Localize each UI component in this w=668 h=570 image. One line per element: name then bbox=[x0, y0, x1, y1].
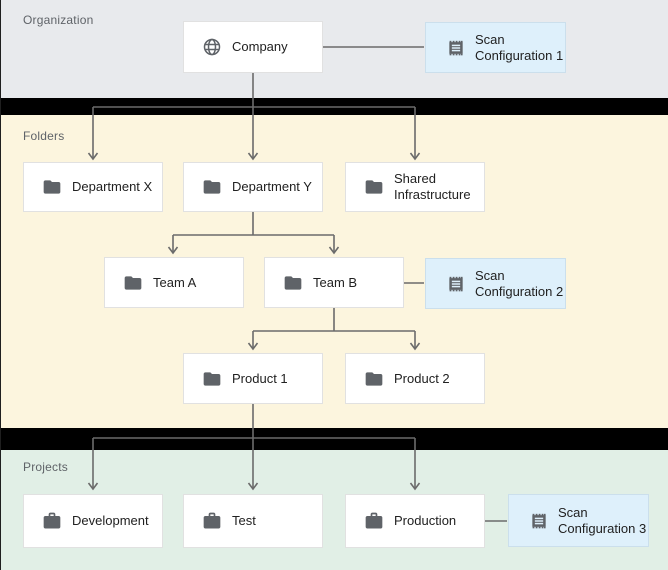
node-department-y: Department Y bbox=[183, 162, 323, 212]
node-development: Development bbox=[23, 494, 163, 548]
node-label: Test bbox=[232, 513, 256, 528]
node-production: Production bbox=[345, 494, 485, 548]
node-label: Scan Configuration 3 bbox=[558, 504, 647, 536]
node-scan-configuration-1: Scan Configuration 1 bbox=[425, 22, 566, 73]
node-company: Company bbox=[183, 21, 323, 73]
node-product-2: Product 2 bbox=[345, 353, 485, 404]
node-label: Product 1 bbox=[232, 370, 288, 386]
globe-icon bbox=[202, 37, 222, 57]
briefcase-icon bbox=[364, 511, 384, 531]
node-department-x: Department X bbox=[23, 162, 163, 212]
folder-icon bbox=[202, 369, 222, 389]
node-shared-infrastructure: Shared Infrastructure bbox=[345, 162, 485, 212]
folder-icon bbox=[364, 369, 384, 389]
receipt-icon bbox=[446, 38, 466, 58]
briefcase-icon bbox=[202, 511, 222, 531]
node-test: Test bbox=[183, 494, 323, 548]
node-label: Department Y bbox=[232, 179, 312, 194]
section-divider-bar bbox=[1, 98, 668, 115]
node-label: Scan Configuration 1 bbox=[475, 31, 564, 63]
briefcase-icon bbox=[42, 511, 62, 531]
organization-section-label: Organization bbox=[23, 13, 94, 27]
node-label: Scan Configuration 2 bbox=[475, 267, 564, 299]
node-team-a: Team A bbox=[104, 257, 244, 308]
node-label: Department X bbox=[72, 179, 153, 194]
node-label: Product 2 bbox=[394, 370, 450, 386]
node-product-1: Product 1 bbox=[183, 353, 323, 404]
node-scan-configuration-2: Scan Configuration 2 bbox=[425, 258, 566, 309]
section-divider-bar bbox=[1, 428, 668, 450]
folder-icon bbox=[202, 177, 222, 197]
organization-section bbox=[1, 0, 668, 98]
folder-icon bbox=[283, 273, 303, 293]
node-label: Team A bbox=[153, 274, 197, 290]
receipt-icon bbox=[446, 274, 466, 294]
folder-icon bbox=[42, 177, 62, 197]
folder-icon bbox=[364, 177, 384, 197]
folders-section-label: Folders bbox=[23, 129, 65, 143]
projects-section-label: Projects bbox=[23, 460, 68, 474]
node-label: Development bbox=[72, 513, 149, 528]
node-scan-configuration-3: Scan Configuration 3 bbox=[508, 494, 649, 547]
receipt-icon bbox=[529, 511, 549, 531]
node-label: Shared Infrastructure bbox=[394, 171, 471, 202]
node-label: Production bbox=[394, 513, 457, 528]
node-label: Team B bbox=[313, 274, 358, 290]
node-team-b: Team B bbox=[264, 257, 404, 308]
node-label: Company bbox=[232, 39, 288, 54]
folder-icon bbox=[123, 273, 143, 293]
